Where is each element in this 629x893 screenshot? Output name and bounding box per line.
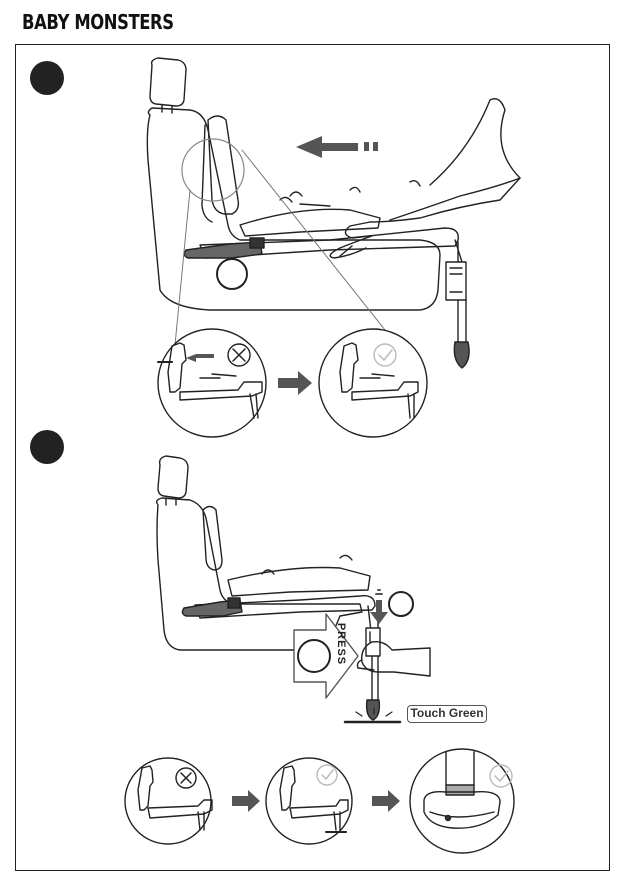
detail-foot-green	[410, 749, 514, 853]
detail-wrong-2	[125, 758, 212, 844]
detail-correct-1	[319, 329, 427, 437]
step-1-subcircle	[217, 259, 247, 289]
arrow-left-icon	[186, 354, 214, 362]
arrow-right-icon	[372, 790, 400, 812]
detail-wrong-1	[158, 329, 266, 437]
press-label: PRESS	[335, 619, 347, 669]
press-arrow	[294, 614, 358, 698]
check-icon	[490, 765, 512, 787]
check-icon	[374, 344, 396, 366]
detail-correct-2	[266, 758, 352, 844]
isofix-base-1	[184, 181, 469, 368]
step-1-marker	[30, 61, 64, 95]
vehicle-seat-1	[147, 58, 440, 310]
hands-1	[330, 99, 520, 258]
step-2-subcircle-top	[389, 592, 413, 616]
isofix-base-2	[182, 555, 400, 722]
arrow-down-icon	[370, 600, 388, 624]
arrow-right-icon	[278, 371, 312, 395]
arrow-right-icon	[232, 790, 260, 812]
step-2-marker	[30, 430, 64, 464]
touch-green-label: Touch Green	[407, 705, 487, 723]
arrow-left-icon	[296, 136, 358, 158]
check-icon	[317, 765, 337, 785]
